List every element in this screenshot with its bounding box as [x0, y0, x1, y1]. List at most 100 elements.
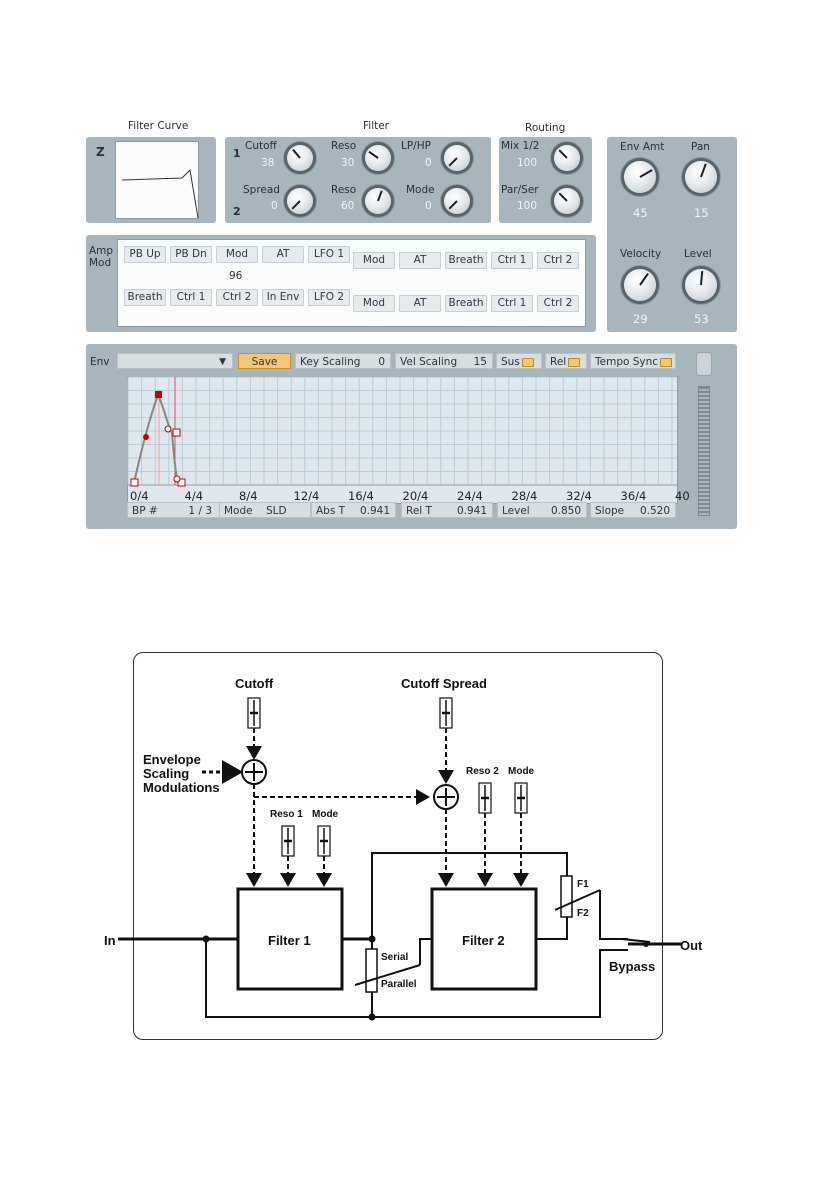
- breakpoint-handle[interactable]: [130, 478, 139, 487]
- key-scaling-field[interactable]: Key Scaling 0: [295, 353, 391, 369]
- source-pb-up[interactable]: PB Up: [124, 246, 166, 263]
- pan-knob[interactable]: [685, 161, 717, 193]
- target-bottom-ctrl2[interactable]: Ctrl 2: [537, 295, 579, 312]
- source-at[interactable]: AT: [262, 246, 304, 263]
- filter-block-diagram: [133, 652, 663, 1040]
- rel-label: Rel: [550, 356, 567, 368]
- cutoff-value: 38: [261, 157, 275, 169]
- source-in-env[interactable]: In Env: [262, 289, 304, 306]
- reso-1-value: 30: [341, 157, 355, 169]
- mix-value: 100: [517, 157, 538, 169]
- parser-knob[interactable]: [554, 188, 580, 214]
- target-bottom-ctrl1[interactable]: Ctrl 1: [491, 295, 533, 312]
- source-breath[interactable]: Breath: [124, 289, 166, 306]
- cutoff-diagram-label: Cutoff: [235, 676, 274, 691]
- vel-scaling-value: 15: [473, 356, 487, 368]
- rel-led-icon: [568, 357, 581, 367]
- slope-status: Slope 0.520: [590, 502, 676, 518]
- target-top-ctrl2[interactable]: Ctrl 2: [537, 252, 579, 269]
- filter-2-number: 2: [233, 205, 241, 218]
- breakpoint-handle[interactable]: [155, 391, 162, 398]
- velocity-knob[interactable]: [624, 269, 656, 301]
- reso-2-knob[interactable]: [365, 188, 391, 214]
- breakpoint-handle[interactable]: [177, 478, 186, 487]
- env-preset-dropdown[interactable]: ▼: [117, 353, 233, 369]
- tempo-sync-toggle[interactable]: Tempo Sync: [590, 353, 676, 369]
- filter-curve-display: [115, 141, 199, 219]
- source-lfo2[interactable]: LFO 2: [308, 289, 350, 306]
- envelope-curve[interactable]: [133, 392, 179, 484]
- breakpoint-handle[interactable]: [172, 428, 181, 437]
- routing-panel: Mix 1/2 100 Par/Ser 100: [499, 137, 592, 223]
- vel-scaling-field[interactable]: Vel Scaling 15: [395, 353, 493, 369]
- target-top-breath[interactable]: Breath: [445, 252, 487, 269]
- target-bottom-breath[interactable]: Breath: [445, 295, 487, 312]
- amp-mod-label: Amp Mod: [89, 245, 114, 269]
- reso-2-label: Reso: [331, 184, 357, 196]
- parser-value: 100: [517, 200, 538, 212]
- mode-2-diagram-label: Mode: [508, 766, 535, 777]
- amp-panel: Env Amt 45 Pan 15 Velocity 29 Level 53: [607, 137, 737, 332]
- pan-value: 15: [694, 206, 709, 220]
- mode-knob[interactable]: [444, 188, 470, 214]
- bypass-path: [205, 939, 628, 1018]
- bp-label: BP #: [132, 505, 158, 517]
- scroll-up-button[interactable]: [696, 352, 712, 376]
- target-top-at[interactable]: AT: [399, 252, 441, 269]
- mode-1-diagram-label: Mode: [312, 809, 339, 820]
- slope-value: 0.520: [639, 505, 670, 517]
- parallel-label: Parallel: [381, 979, 417, 990]
- filter-panel: 1 Cutoff 38 Reso 30 LP/HP 0 2 Spread 0 R…: [225, 137, 491, 223]
- x-tick-label: 8/4: [239, 489, 258, 503]
- bp-status: BP # 1 / 3: [127, 502, 223, 518]
- x-tick-label: 36/4: [621, 489, 647, 503]
- level-label: Level: [684, 248, 712, 260]
- lphp-value: 0: [425, 157, 432, 169]
- save-button[interactable]: Save: [238, 353, 291, 369]
- source-lfo1[interactable]: LFO 1: [308, 246, 350, 263]
- mode-label: Mode: [406, 184, 435, 196]
- amp-mod-matrix: PB Up PB Dn Mod AT LFO 1 96 Breath Ctrl …: [117, 239, 586, 327]
- lphp-knob[interactable]: [444, 145, 470, 171]
- filter-2-label: Filter 2: [462, 933, 505, 948]
- x-tick-label: 12/4: [294, 489, 320, 503]
- slope-handle[interactable]: [164, 425, 172, 433]
- routing-title: Routing: [525, 122, 566, 134]
- source-ctrl2[interactable]: Ctrl 2: [216, 289, 258, 306]
- reso-1-label: Reso: [331, 140, 357, 152]
- reso-2-diagram-label: Reso 2: [466, 766, 499, 777]
- target-top-ctrl1[interactable]: Ctrl 1: [491, 252, 533, 269]
- target-bottom-at[interactable]: AT: [399, 295, 441, 312]
- f1-f2-switch: [560, 875, 573, 918]
- env-amt-value: 45: [633, 206, 648, 220]
- level-knob[interactable]: [685, 269, 717, 301]
- filter-curve-panel: Z: [86, 137, 216, 223]
- source-pb-dn[interactable]: PB Dn: [170, 246, 212, 263]
- spread-knob[interactable]: [287, 188, 313, 214]
- filter-title: Filter: [363, 120, 390, 132]
- envelope-zoom-slider[interactable]: [698, 386, 710, 516]
- x-tick-label: 4/4: [185, 489, 204, 503]
- sus-toggle[interactable]: Sus: [496, 353, 542, 369]
- mode-status-label: Mode: [224, 505, 253, 517]
- source-mod[interactable]: Mod: [216, 246, 258, 263]
- reso-1-knob[interactable]: [365, 145, 391, 171]
- spread-value: 0: [271, 200, 278, 212]
- env-amt-knob[interactable]: [624, 161, 656, 193]
- z-label: Z: [96, 145, 105, 159]
- sus-label: Sus: [501, 356, 520, 368]
- slope-handle[interactable]: [143, 434, 149, 440]
- slope-label: Slope: [595, 505, 625, 517]
- target-top-mod[interactable]: Mod: [353, 252, 395, 269]
- velocity-value: 29: [633, 312, 648, 326]
- mix-knob[interactable]: [554, 145, 580, 171]
- cutoff-knob[interactable]: [287, 145, 313, 171]
- source-ctrl1[interactable]: Ctrl 1: [170, 289, 212, 306]
- rel-toggle[interactable]: Rel: [545, 353, 587, 369]
- amp-mod-panel: Amp Mod PB Up PB Dn Mod AT LFO 1 96 Brea…: [86, 235, 596, 332]
- slope-handle[interactable]: [173, 475, 181, 483]
- in-label: In: [104, 933, 116, 948]
- target-bottom-mod[interactable]: Mod: [353, 295, 395, 312]
